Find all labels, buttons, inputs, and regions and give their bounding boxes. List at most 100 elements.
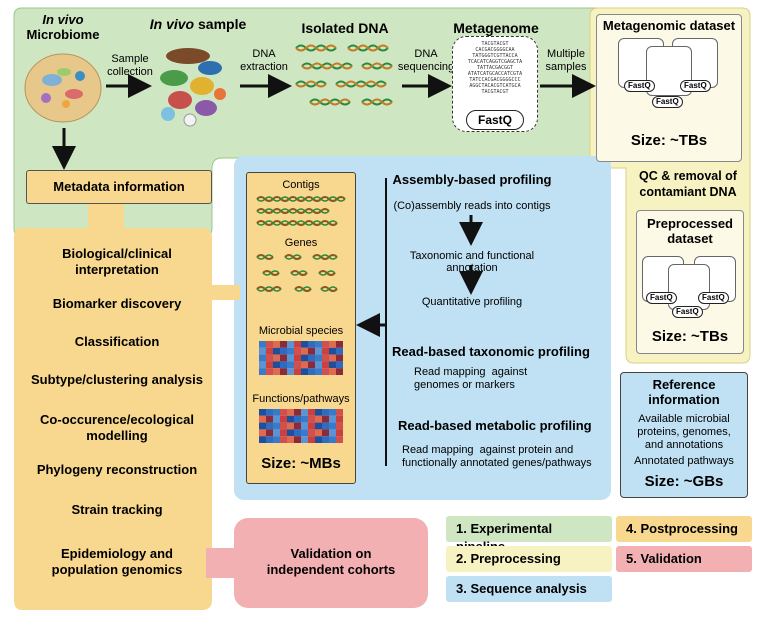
read-metabolic-title: Read-based metabolic profiling bbox=[398, 418, 592, 433]
legend: 1. Experimental pipeline2. Preprocessing… bbox=[446, 516, 752, 608]
heatmap-cell bbox=[287, 354, 294, 362]
postprocessing-item: Biomarker discovery bbox=[52, 296, 182, 311]
heatmap-cell bbox=[308, 354, 315, 362]
heatmap-cell bbox=[294, 436, 301, 443]
read-metabolic-desc: Read mapping against protein and functio… bbox=[402, 444, 592, 469]
heatmap-cell bbox=[273, 429, 280, 437]
heatmap-cell bbox=[280, 368, 287, 375]
heatmap-cell bbox=[287, 409, 294, 416]
heatmap-cell bbox=[294, 422, 301, 430]
heatmap-cell bbox=[273, 368, 280, 375]
heatmap-cell bbox=[301, 409, 308, 416]
heatmap-cell bbox=[266, 341, 273, 348]
heatmap-cell bbox=[329, 415, 336, 423]
heatmap-cell bbox=[336, 422, 343, 430]
metagenome-sequence: TACGTACGT CACGACGGGGCAA TATGGGTCGTTACCA … bbox=[467, 41, 523, 95]
heatmap-cell bbox=[273, 354, 280, 362]
in-vivo-text: In vivo bbox=[42, 12, 84, 27]
heatmap-cell bbox=[280, 361, 287, 369]
metagenomic-dataset-size: Size: ~TBs bbox=[630, 132, 708, 149]
heatmap-cell bbox=[287, 368, 294, 375]
heatmap-cell bbox=[301, 415, 308, 423]
heatmap-cell bbox=[322, 361, 329, 369]
heatmap-cell bbox=[266, 429, 273, 437]
heatmap-cell bbox=[329, 354, 336, 362]
legend-item: 1. Experimental pipeline bbox=[446, 516, 612, 554]
heatmap-cell bbox=[273, 436, 280, 443]
heatmap-cell bbox=[273, 347, 280, 355]
heatmap-cell bbox=[301, 422, 308, 430]
heatmap-cell bbox=[259, 422, 266, 430]
validation-region bbox=[234, 518, 428, 608]
heatmap-cell bbox=[315, 361, 322, 369]
heatmap-cell bbox=[280, 354, 287, 362]
genes-illustration bbox=[256, 254, 338, 292]
postprocessing-item: Biological/clinical interpretation bbox=[62, 246, 172, 277]
postprocessing-item: Classification bbox=[74, 334, 160, 349]
heatmap-cell bbox=[273, 409, 280, 416]
reference-size: Size: ~GBs bbox=[644, 473, 724, 490]
heatmap-cell bbox=[294, 415, 301, 423]
heatmap-cell bbox=[280, 422, 287, 430]
heatmap-cell bbox=[322, 422, 329, 430]
heatmap-cell bbox=[287, 422, 294, 430]
heatmap-cell bbox=[322, 347, 329, 355]
preprocessed-dataset-card: Preprocessed dataset FastQ FastQ FastQ S… bbox=[636, 210, 744, 354]
legend-item: 4. Postprocessing bbox=[616, 516, 752, 542]
heatmap-cell bbox=[336, 409, 343, 416]
contigs-illustration bbox=[256, 196, 346, 226]
heatmap-cell bbox=[308, 429, 315, 437]
pp-fastq-3: FastQ bbox=[672, 306, 703, 318]
heatmap-cell bbox=[329, 361, 336, 369]
heatmap-cell bbox=[259, 409, 266, 416]
metadata-connector bbox=[88, 200, 124, 236]
preprocessed-dataset-size: Size: ~TBs bbox=[651, 328, 729, 345]
heatmap-cell bbox=[280, 429, 287, 437]
postprocessing-item: Phylogeny reconstruction bbox=[36, 462, 198, 477]
heatmap-cell bbox=[336, 361, 343, 369]
metagenomic-dataset-card: Metagenomic dataset FastQ FastQ FastQ Si… bbox=[596, 14, 742, 162]
heatmap-cell bbox=[315, 415, 322, 423]
heatmap-cell bbox=[329, 422, 336, 430]
postprocessing-item: Epidemiology and population genomics bbox=[51, 546, 183, 577]
microbial-species-label: Microbial species bbox=[258, 325, 344, 337]
heatmap-cell bbox=[329, 368, 336, 375]
heatmap-cell bbox=[273, 415, 280, 423]
in-vivo-sample-label: In vivo sample bbox=[138, 16, 258, 32]
assembly-title: Assembly-based profiling bbox=[392, 172, 552, 187]
heatmap-cell bbox=[266, 354, 273, 362]
in-vivo-sample-ital: In vivo bbox=[149, 16, 195, 32]
heatmap-cell bbox=[259, 341, 266, 348]
heatmap-cell bbox=[280, 341, 287, 348]
heatmap-cell bbox=[266, 361, 273, 369]
heatmap-cell bbox=[301, 429, 308, 437]
heatmap-cell bbox=[308, 368, 315, 375]
metagenome-label: Metagenome bbox=[453, 20, 539, 36]
metadata-label: Metadata information bbox=[53, 179, 185, 194]
heatmap-cell bbox=[308, 422, 315, 430]
heatmap-cell bbox=[273, 422, 280, 430]
pp-fastq-2: FastQ bbox=[698, 292, 729, 304]
heatmap-cell bbox=[294, 341, 301, 348]
heatmap-cell bbox=[259, 361, 266, 369]
heatmap-cell bbox=[322, 354, 329, 362]
heatmap-cell bbox=[259, 347, 266, 355]
reference-title: Reference information bbox=[648, 377, 720, 407]
heatmap-cell bbox=[322, 436, 329, 443]
assembly-step-3: Quantitative profiling bbox=[421, 296, 523, 308]
heatmap-cell bbox=[273, 341, 280, 348]
heatmap-cell bbox=[287, 341, 294, 348]
heatmap-cell bbox=[329, 341, 336, 348]
metadata-box: Metadata information bbox=[26, 170, 212, 204]
microbiome-illustration bbox=[24, 53, 102, 123]
heatmap-cell bbox=[315, 429, 322, 437]
heatmap-cell bbox=[336, 436, 343, 443]
results-card: Contigs Genes Microbial species Function… bbox=[246, 172, 356, 484]
genes-label: Genes bbox=[284, 237, 318, 249]
heatmap-cell bbox=[308, 347, 315, 355]
heatmap-cell bbox=[329, 347, 336, 355]
heatmap-cell bbox=[336, 429, 343, 437]
heatmap-cell bbox=[273, 361, 280, 369]
